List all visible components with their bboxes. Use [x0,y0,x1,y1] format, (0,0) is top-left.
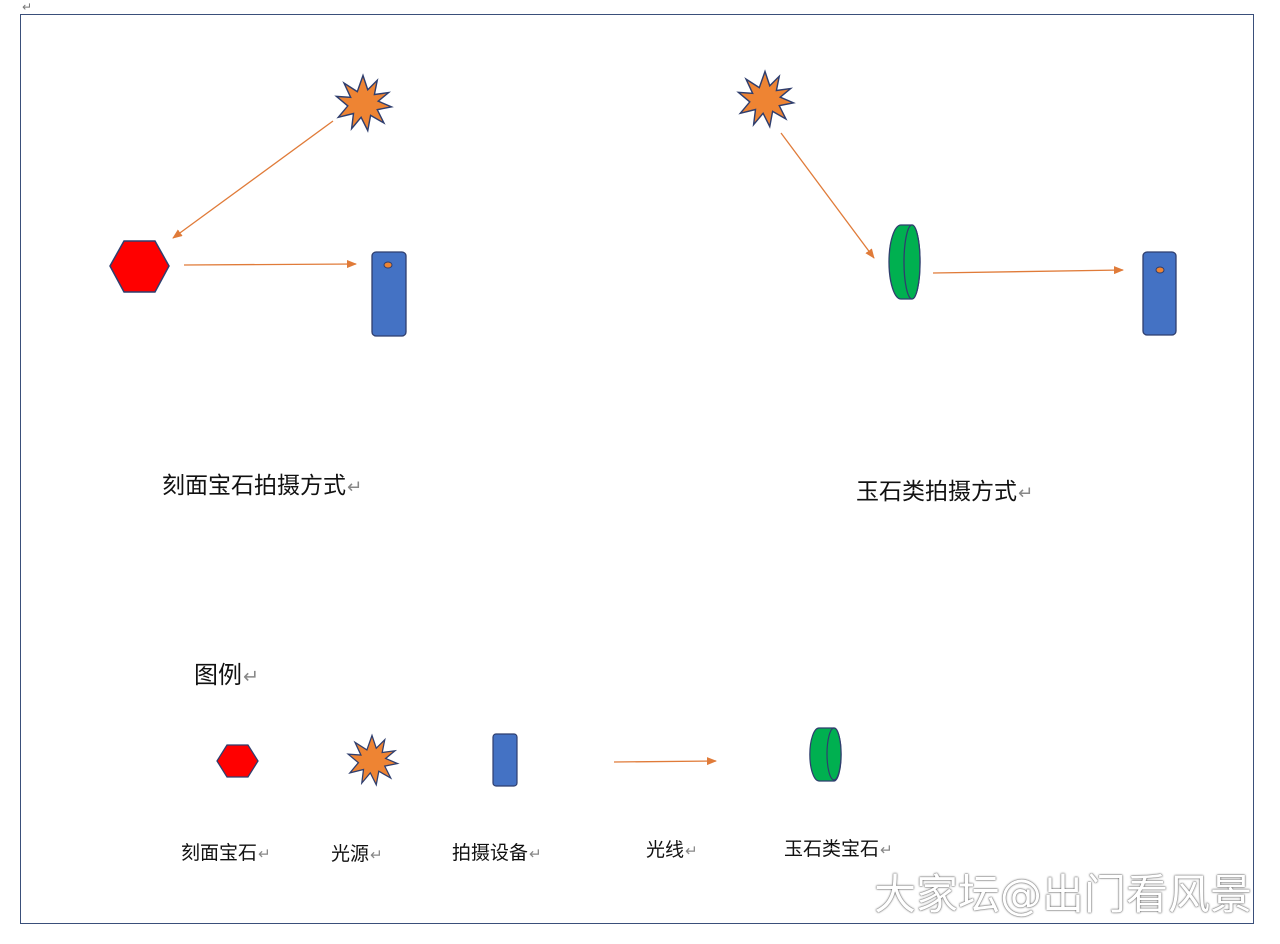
legend-light-source-icon [347,734,399,786]
right-reflected-light-arrow [932,266,1124,275]
legend-label-light-ray: 光线↵ [646,835,698,862]
legend-label-jade-gem: 玉石类宝石↵ [784,834,893,861]
legend-label-camera: 拍摄设备↵ [452,838,542,865]
right-diagram-caption: 玉石类拍摄方式↵ [856,472,1033,506]
legend-jade-cylinder-icon [809,727,842,782]
legend-title-text: 图例 [194,661,242,689]
return-mark: ↵ [258,845,271,863]
legend-title: 图例↵ [194,655,259,690]
left-reflected-light-arrow [183,260,357,269]
legend-label-text: 光源 [331,843,370,865]
legend-label-text: 光线 [646,839,685,861]
right-jade-cylinder-icon [888,224,921,300]
legend-label-light-source: 光源↵ [331,839,383,866]
left-light-source-icon [335,74,393,132]
left-faceted-gem-icon [109,240,170,293]
page-frame [20,14,1254,924]
return-mark: ↵ [685,842,698,860]
return-mark: ↵ [370,846,383,864]
left-caption-text: 刻面宝石拍摄方式 [162,473,346,499]
legend-camera-icon [492,733,518,787]
return-mark: ↵ [243,665,260,688]
legend-light-ray-arrow [613,757,717,766]
left-incident-light-arrow [172,120,334,239]
right-camera-icon [1142,251,1177,336]
legend-label-text: 拍摄设备 [452,842,529,864]
legend-faceted-gem-icon [216,744,259,778]
left-camera-icon [371,251,407,337]
return-mark: ↵ [880,841,893,859]
legend-label-faceted-gem: 刻面宝石↵ [181,838,271,865]
return-mark: ↵ [347,477,363,498]
return-mark: ↵ [1018,483,1034,504]
right-light-source-icon [737,70,795,128]
corner-return-mark: ↵ [22,0,33,14]
left-diagram-caption: 刻面宝石拍摄方式↵ [162,466,362,500]
return-mark: ↵ [529,845,542,863]
legend-label-text: 玉石类宝石 [784,838,880,860]
right-caption-text: 玉石类拍摄方式 [856,479,1017,505]
right-incident-light-arrow [780,132,875,259]
watermark: 大家坛@出门看风景 [873,870,1252,919]
legend-label-text: 刻面宝石 [181,842,258,864]
